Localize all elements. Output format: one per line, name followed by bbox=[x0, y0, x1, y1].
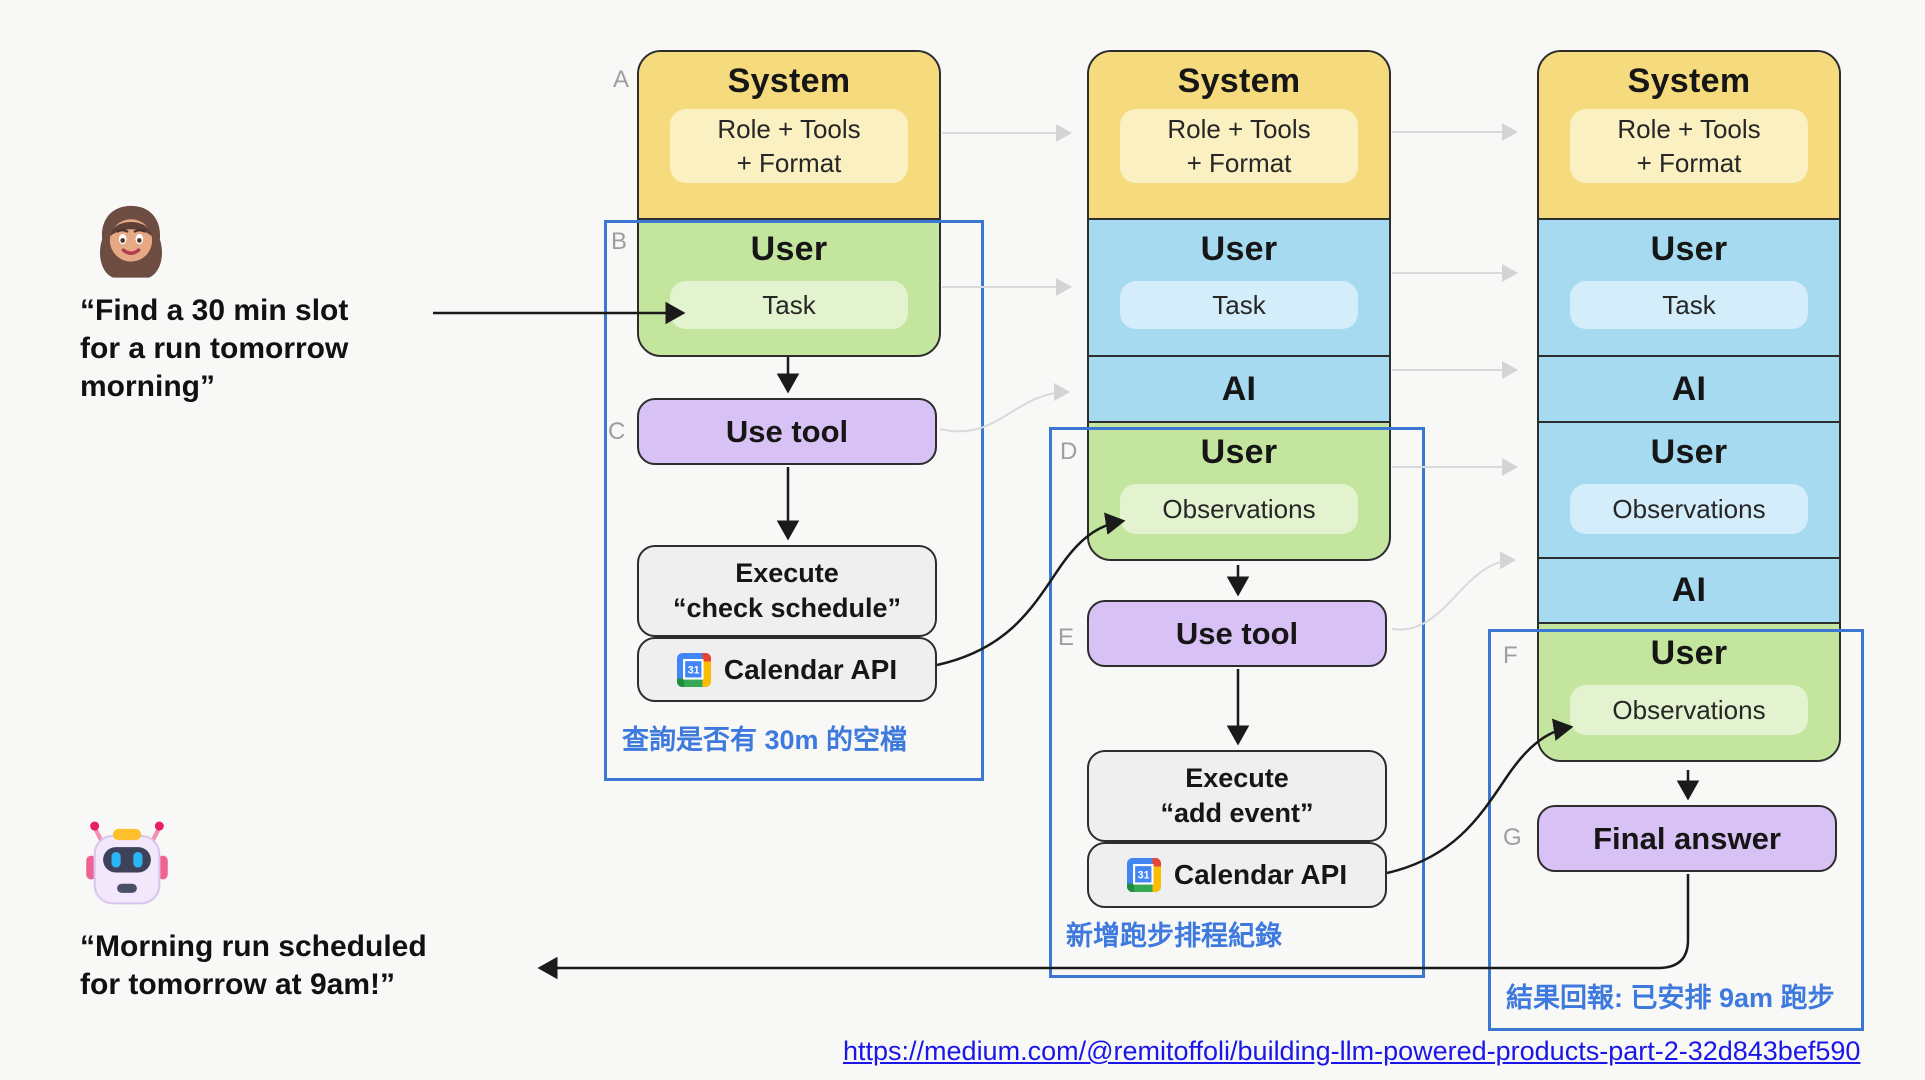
step-label-b: B bbox=[611, 228, 628, 255]
ai-section: AI bbox=[1089, 355, 1389, 421]
robot-emoji bbox=[82, 816, 172, 917]
system-prompt-pill: Role + Tools + Format bbox=[1570, 109, 1808, 183]
step-label-d: D bbox=[1060, 438, 1078, 465]
execute-check-schedule-box: Execute “check schedule” bbox=[637, 545, 937, 637]
assistant-quote: “Morning run scheduled for tomorrow at 9… bbox=[80, 930, 427, 1001]
arrow-usetool-to-ai-3 bbox=[1391, 551, 1516, 631]
observations-pill: Observations bbox=[1570, 685, 1808, 735]
user-observations-section: User Observations bbox=[1539, 421, 1839, 557]
use-tool-box: Use tool bbox=[637, 398, 937, 465]
final-answer-box: Final answer bbox=[1537, 805, 1837, 872]
observations-pill: Observations bbox=[1570, 484, 1808, 534]
annotation-add-record: 新增跑步排程紀錄 bbox=[1066, 921, 1282, 951]
step-label-a: A bbox=[613, 66, 630, 93]
arrow-usetool-to-ai-2 bbox=[939, 383, 1070, 433]
user-observations-green-section: User Observations bbox=[1539, 622, 1839, 760]
svg-text:31: 31 bbox=[688, 664, 700, 676]
annotation-report-back: 結果回報: 已安排 9am 跑步 bbox=[1506, 983, 1835, 1013]
user-observations-section: User Observations bbox=[1089, 421, 1389, 559]
use-tool-box: Use tool bbox=[1087, 600, 1387, 667]
user-task-section: User Task bbox=[1539, 218, 1839, 355]
system-section: System Role + Tools + Format bbox=[1089, 52, 1389, 218]
ai-section: AI bbox=[1539, 355, 1839, 421]
execute-add-event-box: Execute “add event” bbox=[1087, 750, 1387, 842]
svg-text:31: 31 bbox=[1138, 870, 1150, 882]
calendar-api-label: Calendar API bbox=[1173, 859, 1348, 890]
user-title: User bbox=[750, 230, 828, 268]
google-calendar-icon: 31 bbox=[676, 652, 711, 687]
system-prompt-pill: Role + Tools + Format bbox=[670, 109, 908, 183]
step-label-g: G bbox=[1503, 824, 1522, 851]
step-label-e: E bbox=[1058, 624, 1075, 651]
calendar-api-box-1: 31 Calendar API bbox=[637, 637, 937, 702]
calendar-api-label: Calendar API bbox=[723, 653, 898, 685]
task-pill: Task bbox=[1120, 281, 1358, 329]
google-calendar-icon: 31 bbox=[1126, 858, 1161, 892]
system-section: System Role + Tools + Format bbox=[639, 52, 939, 218]
user-task-section: User Task bbox=[1089, 218, 1389, 355]
source-url-line: https://medium.com/@remitoffoli/building… bbox=[843, 1036, 1860, 1067]
user-quote: “Find a 30 min slot for a run tomorrow m… bbox=[80, 294, 349, 403]
observations-pill: Observations bbox=[1120, 484, 1358, 534]
calendar-api-box-2: 31 Calendar API bbox=[1087, 842, 1387, 908]
system-section: System Role + Tools + Format bbox=[1539, 52, 1839, 218]
user-task-section: User Task bbox=[639, 218, 939, 355]
ai-section-2: AI bbox=[1539, 557, 1839, 622]
step-label-f: F bbox=[1503, 642, 1518, 669]
woman-emoji bbox=[90, 198, 172, 293]
system-prompt-pill: Role + Tools + Format bbox=[1120, 109, 1358, 183]
step-label-c: C bbox=[608, 418, 626, 445]
task-pill: Task bbox=[1570, 281, 1808, 329]
turn-3-context-stack: System Role + Tools + Format User Task A… bbox=[1537, 50, 1841, 762]
task-pill: Task bbox=[670, 281, 908, 329]
turn-1-context-stack: System Role + Tools + Format User Task bbox=[637, 50, 941, 357]
system-title: System bbox=[727, 62, 851, 100]
annotation-check-slot: 查詢是否有 30m 的空檔 bbox=[622, 725, 908, 755]
turn-2-context-stack: System Role + Tools + Format User Task A… bbox=[1087, 50, 1391, 561]
source-url-link[interactable]: https://medium.com/@remitoffoli/building… bbox=[843, 1036, 1861, 1066]
